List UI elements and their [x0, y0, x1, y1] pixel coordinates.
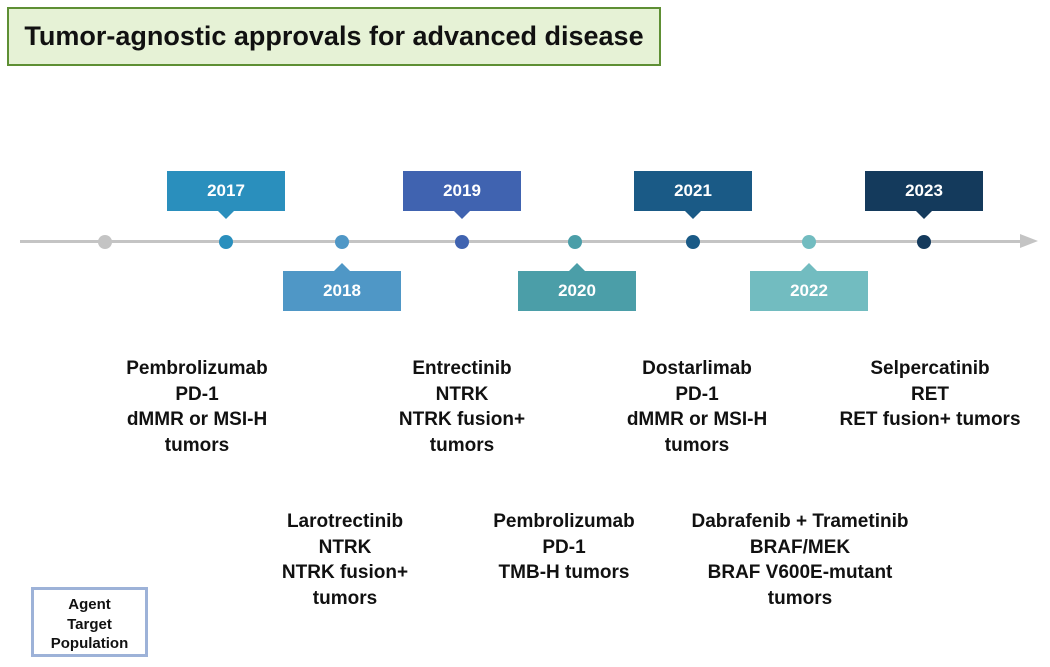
agent-name: Pembrolizumab	[493, 511, 635, 532]
approval-larotrectinib-2018: Larotrectinib NTRK NTRK fusion+ tumors	[245, 509, 445, 611]
agent-name: Pembrolizumab	[126, 358, 268, 379]
population-text: tumors	[429, 434, 495, 456]
timeline-dot-2023	[917, 235, 931, 249]
target-name: RET	[911, 383, 949, 405]
timeline-arrowhead	[1020, 234, 1038, 248]
target-name: PD-1	[542, 536, 586, 558]
legend-target-label: Target	[67, 615, 112, 633]
population-text: tumors	[164, 434, 230, 456]
approval-dabrafenib-trametinib-2022: Dabrafenib + Trametinib BRAF/MEK BRAF V6…	[670, 509, 930, 611]
target-name: PD-1	[675, 383, 719, 405]
timeline-dot-2022	[802, 235, 816, 249]
population-text: dMMR or MSI-H	[126, 409, 268, 430]
year-label-2020: 2020	[518, 263, 636, 311]
timeline-start-dot	[98, 235, 112, 249]
population-text: BRAF V600E-mutant	[707, 562, 893, 583]
timeline-line	[20, 240, 1022, 243]
year-label-2019: 2019	[403, 171, 521, 219]
legend-population-label: Population	[50, 635, 129, 652]
approval-dostarlimab-2021: Dostarlimab PD-1 dMMR or MSI-H tumors	[597, 356, 797, 458]
population-text: tumors	[312, 587, 378, 609]
approval-pembrolizumab-2017: Pembrolizumab PD-1 dMMR or MSI-H tumors	[97, 356, 297, 458]
population-text: TMB-H tumors	[498, 562, 630, 583]
population-text: RET fusion+ tumors	[839, 409, 1021, 430]
year-label-2017: 2017	[167, 171, 285, 219]
agent-name: Dostarlimab	[642, 358, 752, 379]
year-label-2021: 2021	[634, 171, 752, 219]
target-name: NTRK	[318, 536, 372, 558]
timeline-dot-2020	[568, 235, 582, 249]
year-label-2018: 2018	[283, 263, 401, 311]
target-name: NTRK	[435, 383, 489, 405]
population-text: NTRK fusion+	[281, 562, 409, 583]
population-text: dMMR or MSI-H	[626, 409, 768, 430]
legend-agent-label: Agent	[68, 596, 111, 613]
timeline-dot-2018	[335, 235, 349, 249]
target-name: BRAF/MEK	[749, 536, 851, 558]
year-label-2023: 2023	[865, 171, 983, 219]
legend-box: Agent Target Population	[31, 587, 148, 657]
approval-selpercatinib-2023: Selpercatinib RET RET fusion+ tumors	[820, 356, 1040, 433]
agent-name: Selpercatinib	[870, 358, 990, 379]
population-text: tumors	[664, 434, 730, 456]
agent-name: Dabrafenib + Trametinib	[691, 511, 909, 532]
population-text: NTRK fusion+	[398, 409, 526, 430]
timeline-dot-2017	[219, 235, 233, 249]
timeline-dot-2019	[455, 235, 469, 249]
agent-name: Entrectinib	[412, 358, 512, 379]
agent-name: Larotrectinib	[286, 511, 404, 532]
diagram-title: Tumor-agnostic approvals for advanced di…	[7, 7, 661, 66]
timeline-dot-2021	[686, 235, 700, 249]
target-name: PD-1	[175, 383, 219, 405]
approval-entrectinib-2019: Entrectinib NTRK NTRK fusion+ tumors	[362, 356, 562, 458]
approval-pembrolizumab-2020: Pembrolizumab PD-1 TMB-H tumors	[464, 509, 664, 586]
year-label-2022: 2022	[750, 263, 868, 311]
population-text: tumors	[767, 587, 833, 609]
